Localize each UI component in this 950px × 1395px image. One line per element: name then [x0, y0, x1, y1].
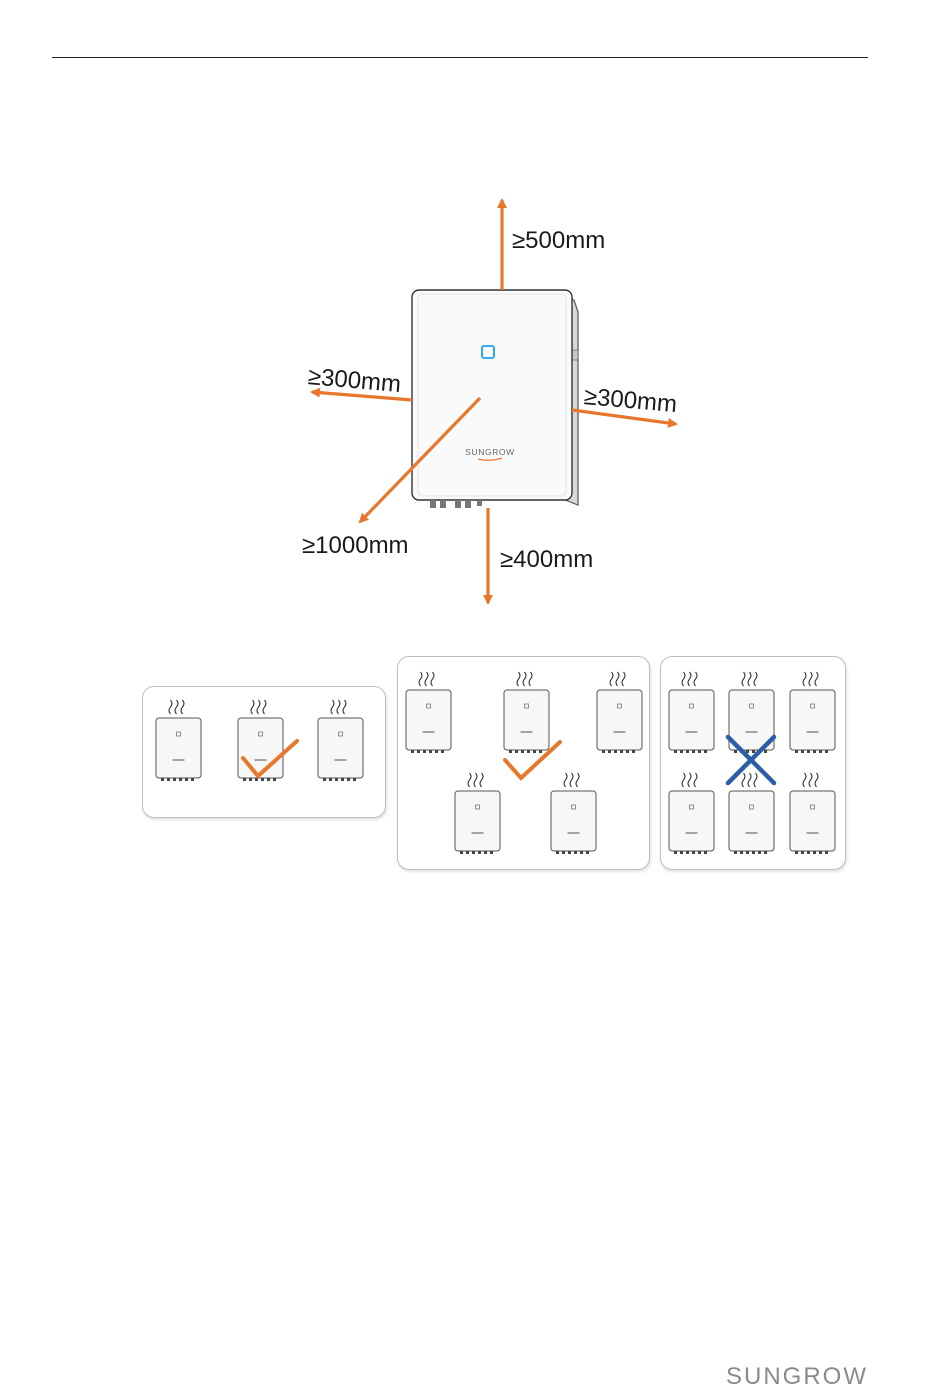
example-panel-stacked — [660, 656, 846, 870]
inverter-front — [412, 290, 572, 500]
device-connectors — [430, 500, 482, 508]
clearance-top-label: ≥500mm — [512, 227, 605, 255]
footer-brand-logo: SUNGROW — [726, 1363, 868, 1391]
example-panel-staggered — [397, 656, 650, 870]
device-brand-logo: SUNGROW — [465, 447, 515, 457]
clearance-front-label: ≥1000mm — [302, 532, 409, 560]
clearance-bottom-label: ≥400mm — [500, 546, 593, 574]
example-panel-single-row — [142, 686, 386, 818]
clearance-diagram: SUNGROW — [0, 0, 950, 640]
